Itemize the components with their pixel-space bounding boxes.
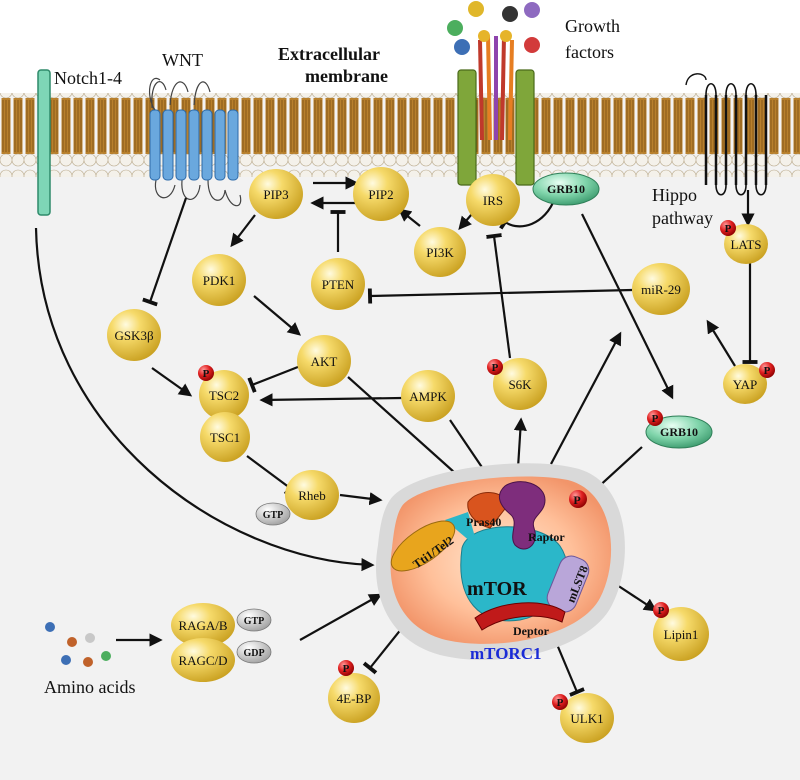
node-tsc1-label: TSC1 [210, 430, 240, 445]
node-rheb-label: Rheb [298, 488, 325, 503]
phospho-label: P [203, 368, 210, 380]
deptor-label: Deptor [513, 624, 550, 638]
node-pi3k-label: PI3K [426, 245, 454, 260]
node-tsc1 [200, 412, 250, 462]
node-akt [297, 335, 351, 387]
node-ampk [401, 370, 455, 422]
node-mir29-label: miR-29 [641, 282, 681, 297]
phospho-label: P [725, 223, 732, 235]
node-grb10_p [645, 415, 713, 449]
amino-acids-cluster [45, 622, 111, 667]
node-pten [311, 258, 365, 310]
hippo-label-1: Hippo [652, 185, 697, 205]
node-ragc-label: RAGC/D [178, 653, 227, 668]
phospho-badge [720, 220, 736, 236]
node-yap [723, 364, 767, 404]
growth-factors-label-1: Growth [565, 16, 620, 36]
node-gtp_rheb-label: GTP [263, 510, 284, 521]
node-gsk3b-label: GSK3β [114, 328, 154, 343]
node-grb10_p-label: GRB10 [660, 425, 698, 439]
wnt-receptor [148, 77, 242, 207]
node-gtp_rheb [255, 502, 291, 526]
node-ragc [171, 638, 235, 682]
mtor-label: mTOR [467, 578, 527, 600]
node-lipin1-label: Lipin1 [664, 627, 699, 642]
cell-membrane [0, 93, 800, 177]
phospho-badge [338, 660, 354, 676]
mtorc1-complex [375, 463, 625, 660]
pras40-label: Pras40 [466, 515, 501, 529]
hippo-label-2: pathway [652, 208, 713, 228]
phospho-badge [487, 359, 503, 375]
node-raga [171, 603, 235, 647]
phospho-label: P [557, 697, 564, 709]
phospho-label: P [658, 605, 665, 617]
mtorc1-label: mTORC1 [470, 644, 541, 663]
notch-label: Notch1-4 [54, 68, 122, 88]
phospho-label: P [764, 365, 771, 377]
extracellular-space [0, 0, 800, 95]
node-pip2 [353, 167, 409, 221]
node-irs-label: IRS [483, 193, 503, 208]
node-ebp-label: 4E-BP [337, 691, 372, 706]
mtorc1-phospho-label: P [573, 493, 580, 507]
phospho-label: P [652, 413, 659, 425]
node-s6k-label: S6K [508, 377, 532, 392]
node-yap-label: YAP [733, 377, 758, 392]
extracellular-label-1: Extracellular [278, 44, 380, 64]
growth-factor-balls [447, 1, 540, 55]
phospho-badge [647, 410, 663, 426]
node-raga-label: RAGA/B [178, 618, 227, 633]
node-ulk1-label: ULK1 [570, 711, 603, 726]
node-pten-label: PTEN [322, 277, 355, 292]
raptor-label: Raptor [528, 530, 565, 544]
growth-factors-label-2: factors [565, 42, 614, 62]
node-grb10_top [532, 172, 600, 206]
phospho-label: P [492, 362, 499, 374]
node-lats [724, 224, 768, 264]
node-pip3 [249, 169, 303, 219]
node-irs [466, 174, 520, 226]
node-pip2-label: PIP2 [368, 187, 393, 202]
node-ulk1 [560, 693, 614, 743]
wnt-label: WNT [162, 50, 203, 70]
node-gsk3b [107, 309, 161, 361]
node-ampk-label: AMPK [409, 389, 447, 404]
phospho-label: P [343, 663, 350, 675]
node-tsc2 [199, 370, 249, 420]
node-lipin1 [653, 607, 709, 661]
node-gdp_rag [236, 640, 272, 664]
phospho-badge [759, 362, 775, 378]
amino-acids-label: Amino acids [44, 677, 136, 697]
node-tsc2-label: TSC2 [209, 388, 239, 403]
node-lats-label: LATS [730, 237, 761, 252]
node-akt-label: AKT [311, 354, 338, 369]
growth-factor-receptor [457, 35, 535, 186]
edges [34, 176, 758, 697]
node-s6k [493, 358, 547, 410]
nodes: PIP3 PIP2 IRS PI3K PDK1 PTEN miR-29 LATS P GSK3βA… [107, 167, 775, 743]
hippo-receptor [685, 73, 768, 196]
node-mir29 [632, 263, 690, 315]
node-pip3-label: PIP3 [263, 187, 288, 202]
node-grb10_top-label: GRB10 [547, 182, 585, 196]
node-gtp_rag-label: GTP [244, 616, 265, 627]
node-ebp [328, 673, 380, 723]
node-pdk1-label: PDK1 [203, 273, 236, 288]
node-pdk1 [192, 254, 246, 306]
node-pi3k [414, 227, 466, 277]
node-gdp_rag-label: GDP [243, 648, 264, 659]
phospho-badge [653, 602, 669, 618]
extracellular-label-2: membrane [305, 66, 388, 86]
node-gtp_rag [236, 608, 272, 632]
node-rheb [285, 470, 339, 520]
phospho-badge [552, 694, 568, 710]
phospho-badge [198, 365, 214, 381]
notch-receptor [37, 69, 51, 216]
